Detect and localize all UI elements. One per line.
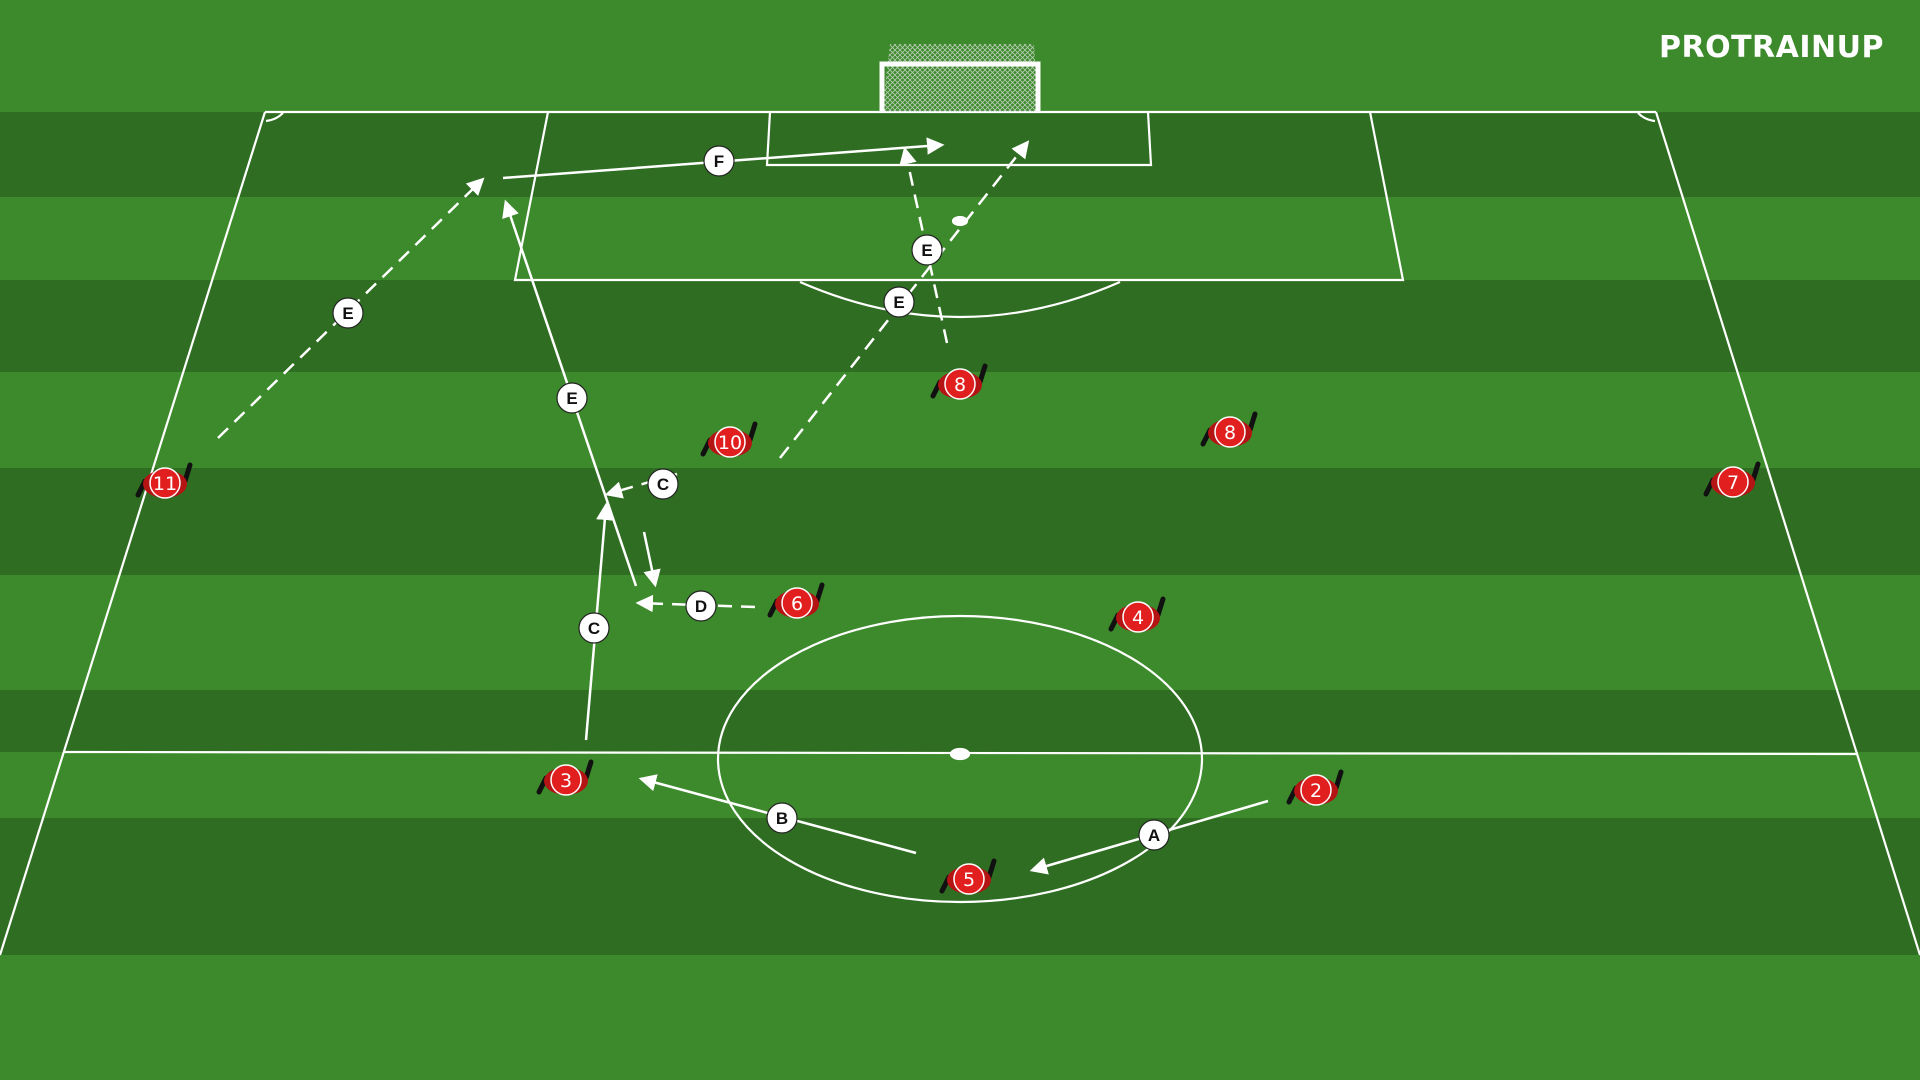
goal-frame: [879, 61, 1041, 112]
player-arm: [1155, 596, 1166, 618]
corner-arc-right: [1637, 112, 1656, 123]
phase-label-letter: E: [921, 241, 932, 260]
phase-label: E: [332, 297, 364, 329]
arrow-d-check: [642, 531, 661, 588]
phase-label-badge: [685, 590, 717, 622]
player-body: [149, 467, 181, 499]
phase-label-badge: [766, 802, 798, 834]
phase-label: B: [766, 802, 798, 834]
player-number: 2: [1310, 780, 1322, 802]
player: 6: [767, 582, 825, 619]
phase-label-letter: F: [714, 152, 724, 171]
player: 4: [1108, 596, 1166, 633]
phase-label-letter: E: [566, 389, 577, 408]
player: 7: [1703, 461, 1761, 498]
phase-label: D: [685, 590, 717, 622]
player-arm: [1333, 769, 1344, 791]
penalty-area: [513, 111, 1405, 282]
player-body: [1300, 774, 1332, 806]
phase-label-badge: [332, 297, 364, 329]
phase-label: A: [1138, 819, 1170, 851]
phase-label-badge: [1138, 819, 1170, 851]
player-arm: [583, 759, 594, 781]
player-arm: [977, 363, 988, 385]
player-number: 3: [560, 770, 572, 792]
phase-label: E: [911, 234, 943, 266]
player-body: [550, 764, 582, 796]
player-body: [953, 863, 985, 895]
player: 11: [135, 462, 193, 499]
phase-label-letter: D: [695, 597, 707, 616]
phase-label-badge: [578, 612, 610, 644]
phase-label: C: [647, 468, 679, 500]
player: 3: [536, 759, 594, 796]
brand-logo: PROTRAINUP: [1659, 30, 1884, 65]
penalty-arc: [799, 280, 1121, 319]
player: 2: [1286, 769, 1344, 806]
phase-labels: A B C C D E E E E F: [332, 145, 1170, 851]
grass-stripe: [0, 280, 1920, 372]
players: 11 10 8 8 7 6 4 3 5 2: [135, 363, 1761, 895]
phase-label-letter: E: [342, 304, 353, 323]
phase-label: E: [556, 382, 588, 414]
player-number: 4: [1132, 607, 1144, 629]
grass-stripe: [0, 575, 1920, 690]
player: 8: [930, 363, 988, 400]
player-number: 11: [153, 473, 177, 495]
player-body: [1717, 466, 1749, 498]
player-number: 10: [718, 432, 742, 454]
player-body: [1122, 601, 1154, 633]
player-arm: [747, 421, 758, 443]
grass-stripe: [0, 955, 1920, 1080]
phase-label-badge: [703, 145, 735, 177]
phase-label-badge: [911, 234, 943, 266]
phase-label-letter: B: [776, 809, 788, 828]
player-number: 8: [954, 374, 966, 396]
goal: [879, 44, 1041, 112]
centre-spot: [949, 747, 971, 761]
phase-label: E: [883, 286, 915, 318]
phase-label-badge: [647, 468, 679, 500]
player-number: 7: [1727, 472, 1739, 494]
player-arm: [182, 462, 193, 484]
player: 10: [700, 421, 758, 458]
grass-stripe: [0, 468, 1920, 575]
grass-stripe: [0, 752, 1920, 818]
phase-label-letter: E: [893, 293, 904, 312]
phase-label-badge: [556, 382, 588, 414]
player-arm: [814, 582, 825, 604]
touchline-left: [0, 111, 267, 956]
goal-area: [765, 111, 1153, 167]
player-arm: [986, 858, 997, 880]
centre-circle: [716, 614, 1204, 904]
phase-label: F: [703, 145, 735, 177]
player: 5: [939, 858, 997, 895]
grass-stripe: [0, 197, 1920, 280]
player-body: [714, 426, 746, 458]
player: 8: [1200, 411, 1258, 448]
phase-label-letter: C: [657, 475, 669, 494]
player-body: [781, 587, 813, 619]
player-number: 5: [963, 869, 975, 891]
player-arm: [1750, 461, 1761, 483]
phase-label-letter: C: [588, 619, 600, 638]
player-number: 6: [791, 593, 803, 615]
player-body: [1214, 416, 1246, 448]
grass-stripe: [0, 690, 1920, 752]
goal-net: [882, 44, 1038, 112]
corner-arc-left: [265, 112, 284, 123]
phase-label-letter: A: [1148, 826, 1160, 845]
player-body: [944, 368, 976, 400]
arrow-e-run-ten: [779, 140, 1030, 459]
phase-label: C: [578, 612, 610, 644]
pitch-markings: [0, 110, 1920, 956]
phase-label-badge: [883, 286, 915, 318]
player-arm: [1247, 411, 1258, 433]
touchline-right: [1654, 111, 1920, 956]
grass-stripe: [0, 112, 1920, 197]
player-number: 8: [1224, 422, 1236, 444]
